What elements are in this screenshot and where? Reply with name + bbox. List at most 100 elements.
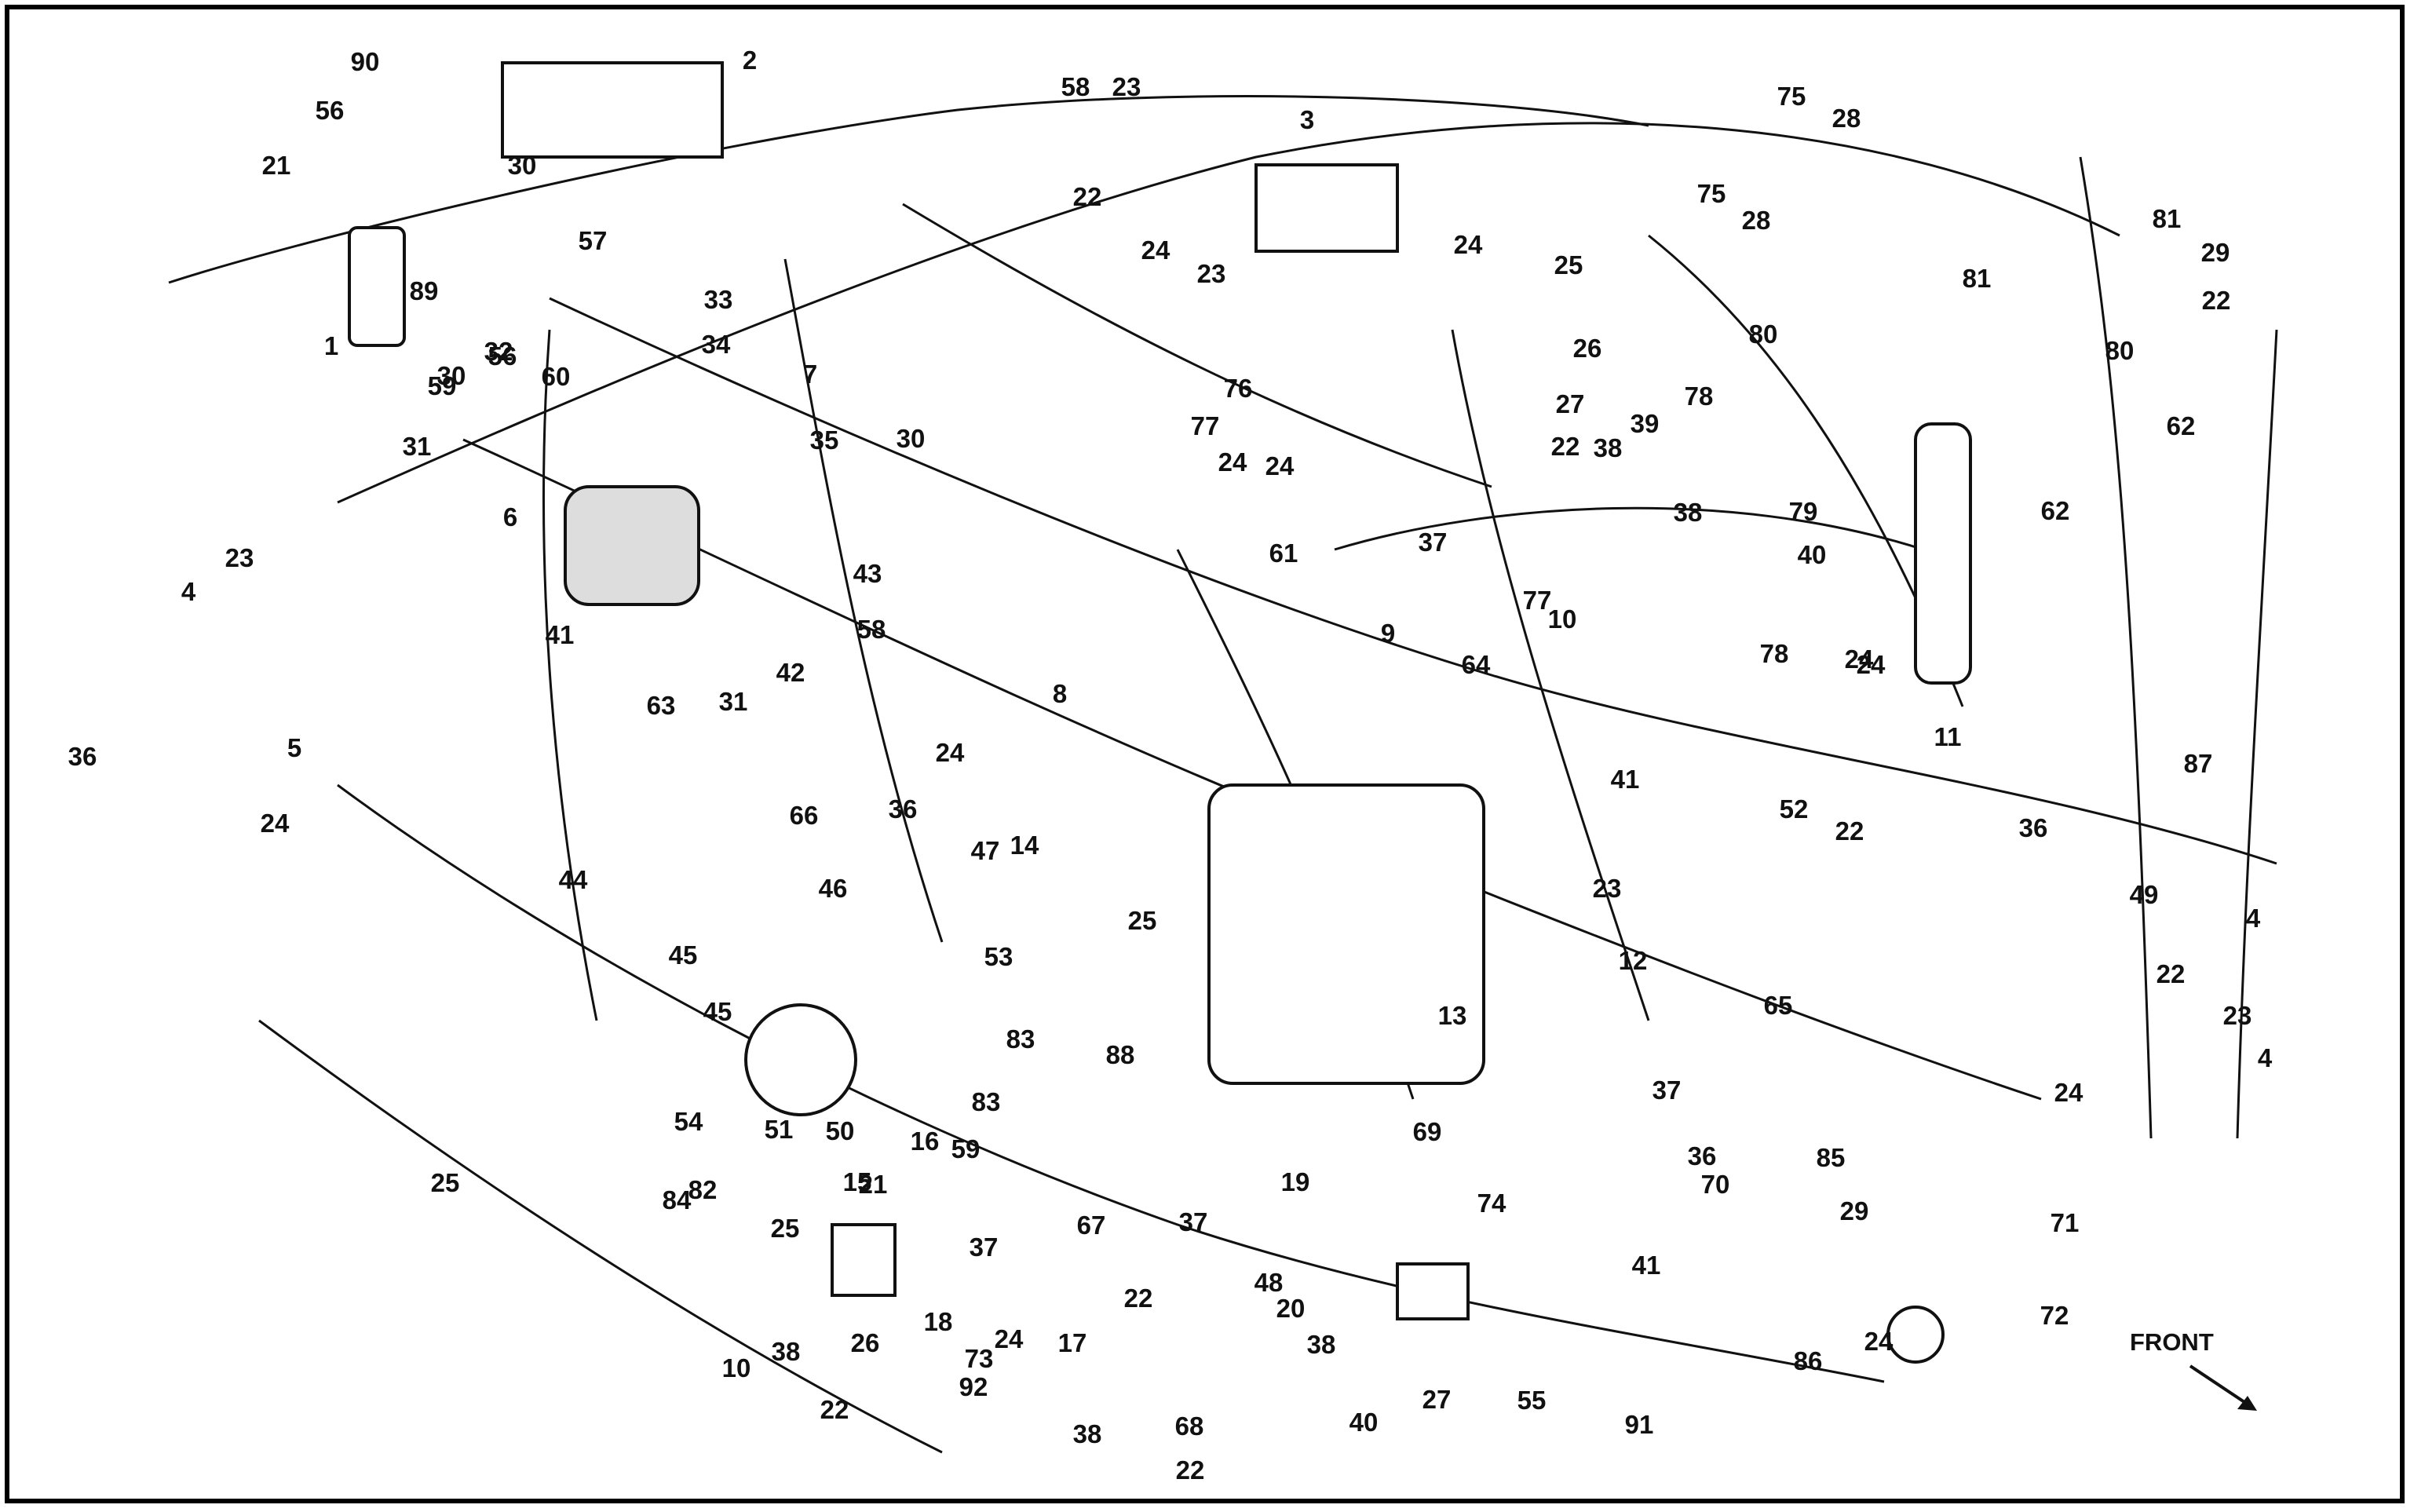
callout-8: 8 xyxy=(1053,679,1067,708)
callout-51: 51 xyxy=(765,1115,794,1144)
callout-80: 80 xyxy=(2105,336,2135,365)
callout-39: 39 xyxy=(1631,409,1660,438)
callout-24: 24 xyxy=(261,809,290,838)
pump xyxy=(564,485,700,606)
callout-22: 22 xyxy=(2157,959,2186,988)
callout-38: 38 xyxy=(772,1337,801,1366)
callout-30: 30 xyxy=(897,424,926,453)
callout-37: 37 xyxy=(970,1233,999,1262)
callout-38: 38 xyxy=(1073,1419,1102,1448)
callout-33: 33 xyxy=(704,285,733,314)
callout-77: 77 xyxy=(1191,411,1220,440)
callout-66: 66 xyxy=(790,801,819,830)
callout-67: 67 xyxy=(1077,1211,1106,1240)
callout-59: 59 xyxy=(428,371,457,400)
callout-28: 28 xyxy=(1832,104,1861,133)
callout-90: 90 xyxy=(351,47,380,76)
callout-24: 24 xyxy=(1265,451,1295,480)
callout-21: 21 xyxy=(859,1170,888,1199)
callout-24: 24 xyxy=(995,1324,1024,1353)
callout-23: 23 xyxy=(1197,259,1226,288)
callout-42: 42 xyxy=(776,658,805,687)
callout-34: 34 xyxy=(702,330,731,359)
callout-63: 63 xyxy=(647,691,676,720)
callout-5: 5 xyxy=(287,733,301,762)
callout-48: 48 xyxy=(1254,1268,1284,1297)
callout-56: 56 xyxy=(488,341,517,371)
callout-25: 25 xyxy=(771,1214,800,1243)
callout-41: 41 xyxy=(1632,1251,1661,1280)
callout-24: 24 xyxy=(1218,447,1247,477)
callout-29: 29 xyxy=(2201,238,2230,267)
callout-83: 83 xyxy=(1006,1024,1035,1054)
callout-62: 62 xyxy=(2167,411,2196,440)
callout-29: 29 xyxy=(1840,1196,1869,1225)
callout-22: 22 xyxy=(820,1395,849,1424)
callout-24: 24 xyxy=(1845,645,1874,674)
callout-49: 49 xyxy=(2130,880,2159,909)
callout-77: 77 xyxy=(1523,586,1552,615)
callout-16: 16 xyxy=(911,1127,940,1156)
callout-23: 23 xyxy=(225,543,254,572)
callout-24: 24 xyxy=(1141,236,1170,265)
callout-37: 37 xyxy=(1179,1207,1208,1236)
callout-87: 87 xyxy=(2184,749,2213,778)
callout-14: 14 xyxy=(1010,831,1039,860)
callout-57: 57 xyxy=(579,226,608,255)
callout-4: 4 xyxy=(2246,904,2261,933)
callout-59: 59 xyxy=(951,1134,981,1163)
callout-24: 24 xyxy=(1864,1327,1894,1356)
callout-43: 43 xyxy=(853,559,882,588)
orbital-motor xyxy=(1886,1306,1945,1364)
diagram-border xyxy=(5,5,2405,1503)
callout-27: 27 xyxy=(1556,389,1585,418)
callout-64: 64 xyxy=(1462,650,1491,679)
callout-21: 21 xyxy=(262,151,291,180)
callout-6: 6 xyxy=(503,502,517,531)
front-arrow-head xyxy=(2237,1396,2257,1411)
lift-cylinder xyxy=(1914,422,1972,685)
callout-31: 31 xyxy=(403,432,432,461)
callout-24: 24 xyxy=(1454,230,1483,259)
callout-38: 38 xyxy=(1307,1330,1336,1359)
callout-58: 58 xyxy=(857,615,886,644)
callout-41: 41 xyxy=(546,620,575,649)
callout-15: 15 xyxy=(843,1167,872,1196)
callout-18: 18 xyxy=(924,1307,953,1336)
callout-56: 56 xyxy=(316,96,345,125)
callout-2: 2 xyxy=(743,46,757,75)
control-valve xyxy=(1254,163,1399,253)
motor xyxy=(744,1003,857,1116)
callout-81: 81 xyxy=(2153,204,2182,233)
callout-36: 36 xyxy=(2019,813,2048,842)
callout-10: 10 xyxy=(722,1353,751,1382)
callout-20: 20 xyxy=(1276,1294,1306,1323)
callout-58: 58 xyxy=(1061,72,1090,101)
callout-19: 19 xyxy=(1281,1167,1310,1196)
valve-block xyxy=(831,1223,897,1297)
callout-22: 22 xyxy=(1835,816,1864,845)
callout-22: 22 xyxy=(1176,1455,1205,1485)
callout-22: 22 xyxy=(1124,1284,1153,1313)
callout-82: 82 xyxy=(688,1175,718,1204)
callout-22: 22 xyxy=(1551,432,1580,461)
callout-1: 1 xyxy=(324,331,338,360)
callout-81: 81 xyxy=(1963,264,1992,293)
callout-28: 28 xyxy=(1742,206,1771,235)
front-label: FRONT xyxy=(2130,1328,2214,1356)
hose-lines xyxy=(168,95,2278,1454)
callout-35: 35 xyxy=(810,425,839,455)
callout-75: 75 xyxy=(1777,82,1806,111)
callout-24: 24 xyxy=(1857,650,1886,679)
callout-80: 80 xyxy=(1749,320,1778,349)
callout-88: 88 xyxy=(1106,1040,1135,1069)
callout-38: 38 xyxy=(1674,498,1703,527)
callout-53: 53 xyxy=(984,942,1013,971)
callout-11: 11 xyxy=(1934,722,1962,751)
callout-24: 24 xyxy=(936,738,965,767)
callout-50: 50 xyxy=(826,1116,855,1145)
callout-25: 25 xyxy=(1554,250,1583,279)
callout-89: 89 xyxy=(410,276,439,305)
